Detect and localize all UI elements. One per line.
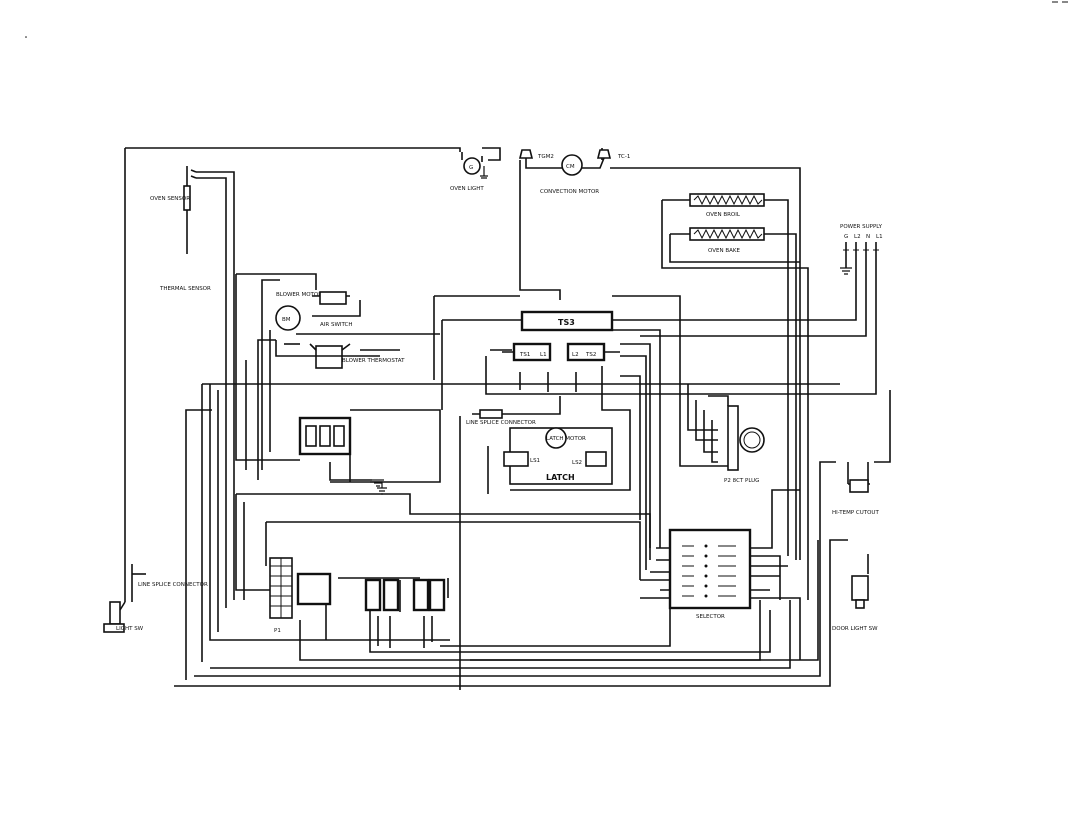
page-dot <box>25 36 27 38</box>
blower-motor: BLOWER MOTOR BM <box>275 292 322 331</box>
cm-label: CM <box>566 164 575 170</box>
ts3-label: TS3 <box>558 318 575 327</box>
power-g-label: G <box>844 234 848 240</box>
l1-label: L1 <box>540 352 547 358</box>
blower-thermostat-label: BLOWER THERMOSTAT <box>342 358 405 364</box>
relay-switches <box>364 578 446 612</box>
ls1-label: LS1 <box>530 458 540 464</box>
latch-label: LATCH <box>546 473 575 482</box>
light-sw-label: LIGHT SW <box>116 626 144 632</box>
oven-broil-label: OVEN BROIL <box>706 212 741 218</box>
p1-label: P1 <box>274 628 281 634</box>
ground-symbol <box>370 481 387 495</box>
latch-assembly: LINE SPLICE CONNECTOR LATCH MOTOR LS1 LS… <box>466 409 613 485</box>
power-l2-label: L2 <box>854 234 861 240</box>
thermal-sensor: OVEN SENSOR THERMAL SENSOR <box>150 166 211 292</box>
light-switch: LIGHT SW LINE SPLICE CONNECTOR <box>103 582 208 633</box>
blower-motor-label: BLOWER MOTOR <box>276 292 322 298</box>
line-splice-label-2: LINE SPLICE CONNECTOR <box>138 582 208 588</box>
p2-plug-label: P2 8CT PLUG <box>724 478 759 484</box>
thermal-sensor-label: THERMAL SENSOR <box>159 286 211 292</box>
power-supply-label: POWER SUPPLY <box>840 224 883 230</box>
line-splice-label: LINE SPLICE CONNECTOR <box>466 420 536 426</box>
ts1-label: TS1 <box>519 352 530 358</box>
p1-connector: P1 <box>269 557 332 634</box>
oven-bake-element: OVEN BAKE <box>689 227 765 254</box>
door-light-sw-label: DOOR LIGHT SW <box>832 626 878 632</box>
power-n-label: N <box>866 234 870 240</box>
ts-relay-block: TS3 TS1 L1 L2 TS2 <box>502 310 624 362</box>
svg-text:G: G <box>469 165 473 171</box>
air-switch: AIR SWITCH <box>312 291 353 328</box>
blower-thermostat: BLOWER THERMOSTAT <box>275 340 405 369</box>
hi-temp-cutout: HI-TEMP CUTOUT <box>832 479 879 516</box>
p2-8ct-plug: P2 8CT PLUG <box>724 405 765 484</box>
power-l1-label: L1 <box>876 234 883 240</box>
oven-light: G OVEN LIGHT <box>450 157 488 192</box>
control-board <box>298 416 384 487</box>
oven-light-label: OVEN LIGHT <box>450 186 484 192</box>
tgm2-label: TGM2 <box>537 154 554 160</box>
selector: SELECTOR <box>668 528 752 620</box>
power-supply: POWER SUPPLY G L2 N L1 <box>840 224 883 275</box>
l2-label: L2 <box>572 352 579 358</box>
oven-bake-label: OVEN BAKE <box>708 248 740 254</box>
convection-motor-label: CONVECTION MOTOR <box>540 189 599 195</box>
oven-broil-element: OVEN BROIL <box>689 193 765 218</box>
main-wiring <box>124 147 891 690</box>
oven-sensor-label: OVEN SENSOR <box>150 196 190 202</box>
tc1-label: TC-1 <box>617 154 630 160</box>
convection-motor: CM TGM2 TC-1 CONVECTION MOTOR <box>518 149 630 195</box>
air-switch-label: AIR SWITCH <box>320 322 353 328</box>
selector-label: SELECTOR <box>696 614 725 620</box>
latch-motor-label: LATCH MOTOR <box>546 436 586 442</box>
door-light-switch: DOOR LIGHT SW <box>832 575 878 632</box>
ts2-label: TS2 <box>585 352 596 358</box>
bm-label: BM <box>282 317 291 323</box>
ls2-label: LS2 <box>572 460 582 466</box>
hi-temp-label: HI-TEMP CUTOUT <box>832 510 879 516</box>
